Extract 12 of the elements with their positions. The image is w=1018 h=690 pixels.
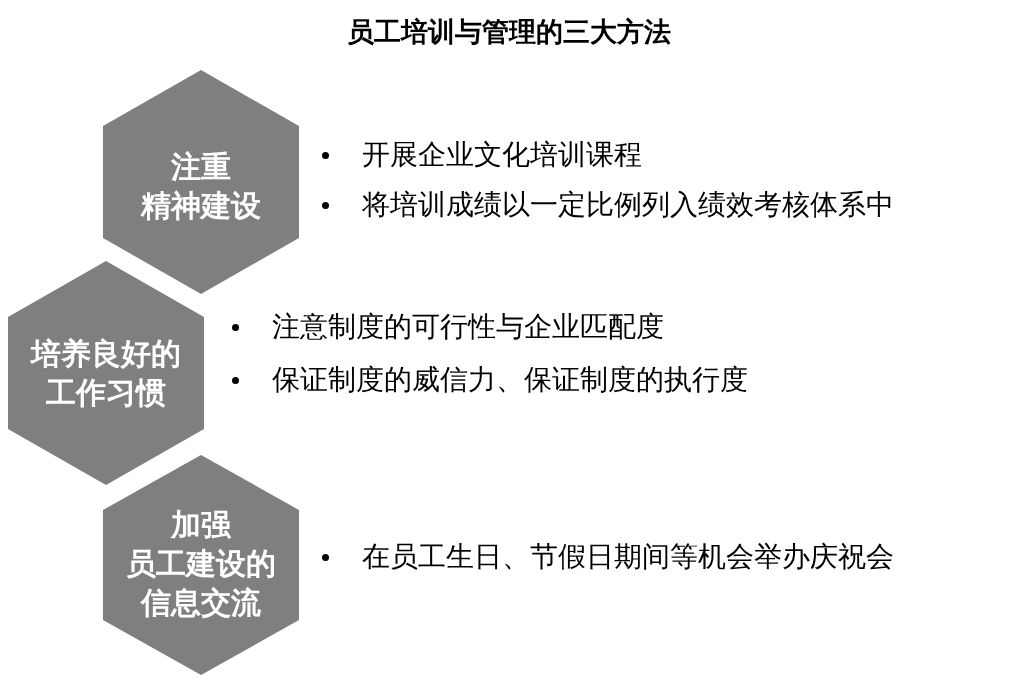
bullet-text: 注意制度的可行性与企业匹配度 — [272, 310, 664, 344]
node-label: 加强员工建设的信息交流 — [126, 506, 276, 621]
title: 员工培训与管理的三大方法 — [347, 17, 671, 47]
hexagon-node — [103, 455, 299, 675]
bullet-text: 将培训成绩以一定比例列入绩效考核体系中 — [362, 188, 894, 222]
hexagon-node — [8, 261, 204, 485]
bullet-text: 保证制度的威信力、保证制度的执行度 — [272, 363, 748, 397]
hexagon-node — [103, 70, 299, 294]
node-label: 注重精神建设 — [141, 149, 261, 224]
bullet-text: 在员工生日、节假日期间等机会举办庆祝会 — [362, 540, 894, 574]
node-label: 培养良好的工作习惯 — [31, 336, 181, 411]
bullet-text: 开展企业文化培训课程 — [362, 138, 642, 172]
